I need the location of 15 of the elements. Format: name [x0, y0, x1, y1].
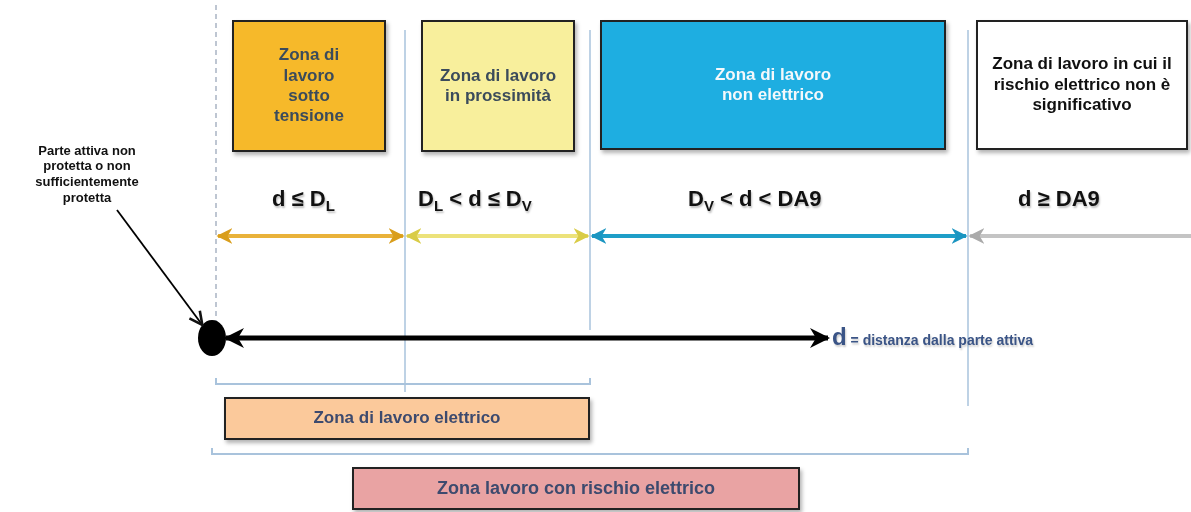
leader-arrow — [116, 209, 204, 327]
distance-condition: d ≥ DA9 — [1018, 186, 1100, 212]
zone-box: Zona di lavoro in cui il rischio elettrico non è significativo — [976, 20, 1188, 150]
distance-condition: D$_{V}$ < d < DA9 — [688, 186, 822, 215]
zone-box: Zona lavoro con rischio elettrico — [352, 467, 800, 510]
callout-text: Parte attiva non protetta o non sufficientemente protetta — [4, 140, 170, 208]
zone-box: Zona di lavoro elettrico — [224, 397, 590, 440]
distance-condition: d ≤ D$_{L}$ — [272, 186, 335, 215]
zone-box: Zona di lavoro non elettrico — [600, 20, 946, 150]
distance-legend: d = distanza dalla parte attiva — [832, 322, 1132, 352]
distance-arrow — [224, 328, 830, 348]
zone-box: Zona di lavoro sotto tensione — [232, 20, 386, 152]
distance-condition: D$_{L}$ < d ≤ D$_{V}$ — [418, 186, 532, 215]
zone-box: Zona di lavoro in prossimità — [421, 20, 575, 152]
live-part-dot — [198, 320, 226, 356]
